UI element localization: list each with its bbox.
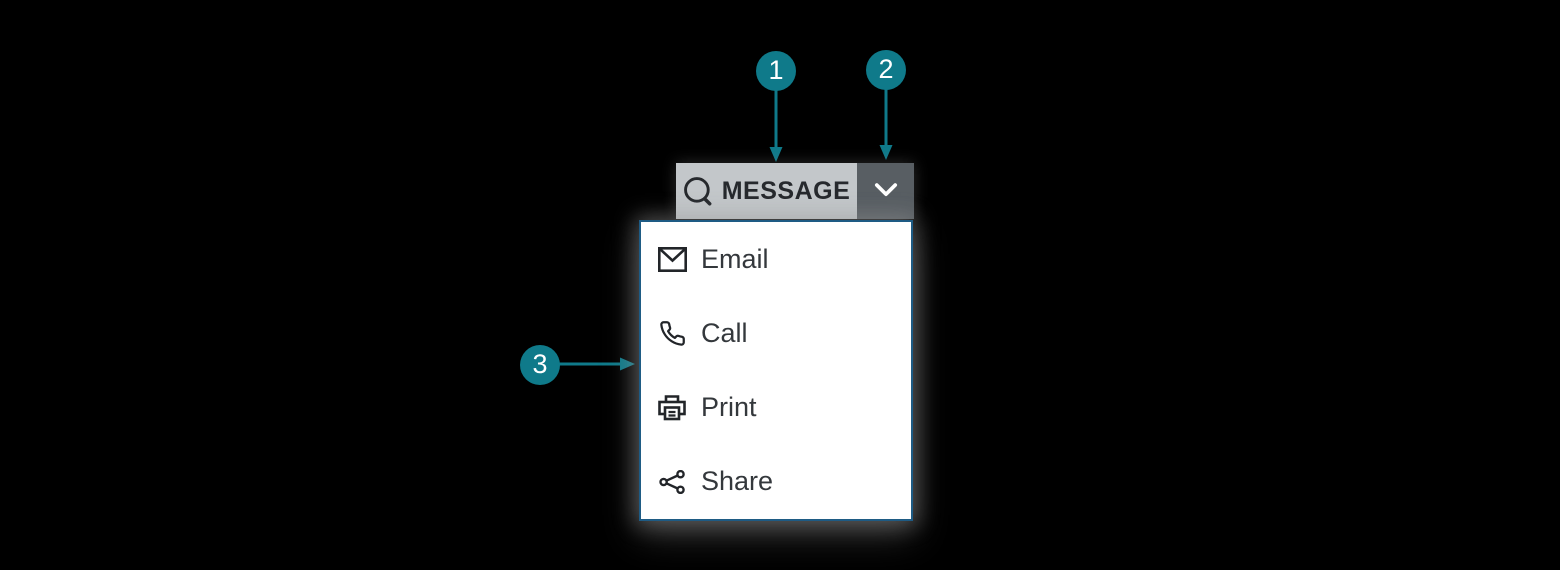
menu-item-label: Email [701, 243, 769, 274]
speech-bubble-icon [683, 176, 713, 206]
arrow-right-icon [557, 357, 635, 371]
message-button-label: MESSAGE [721, 176, 851, 205]
email-icon [657, 244, 687, 274]
share-icon [657, 467, 687, 497]
menu-item-label: Print [701, 392, 757, 423]
menu-item-label: Share [701, 466, 774, 497]
chevron-down-icon [873, 181, 899, 201]
phone-icon [657, 318, 687, 348]
callout-arrow-1 [769, 90, 783, 163]
split-button: MESSAGE [676, 163, 914, 219]
menu-item-label: Call [701, 317, 748, 348]
dropdown-toggle-button[interactable] [857, 163, 914, 219]
menu-item-email[interactable]: Email [641, 222, 911, 296]
callout-badge-1: 1 [756, 51, 796, 91]
menu-item-call[interactable]: Call [641, 296, 911, 370]
callout-number: 1 [768, 54, 784, 85]
callout-arrow-2 [879, 89, 893, 161]
printer-icon [657, 393, 687, 423]
menu-item-share[interactable]: Share [641, 445, 911, 519]
message-button[interactable]: MESSAGE [676, 163, 857, 219]
menu-item-print[interactable]: Print [641, 371, 911, 445]
callout-badge-3: 3 [520, 345, 560, 385]
callout-number: 3 [532, 348, 548, 379]
callout-badge-2: 2 [866, 50, 906, 90]
callout-arrow-3 [557, 357, 636, 371]
dropdown-menu: Email Call Print [639, 220, 913, 521]
arrow-down-icon [769, 90, 783, 162]
arrow-down-icon [879, 89, 893, 160]
callout-number: 2 [878, 53, 894, 84]
